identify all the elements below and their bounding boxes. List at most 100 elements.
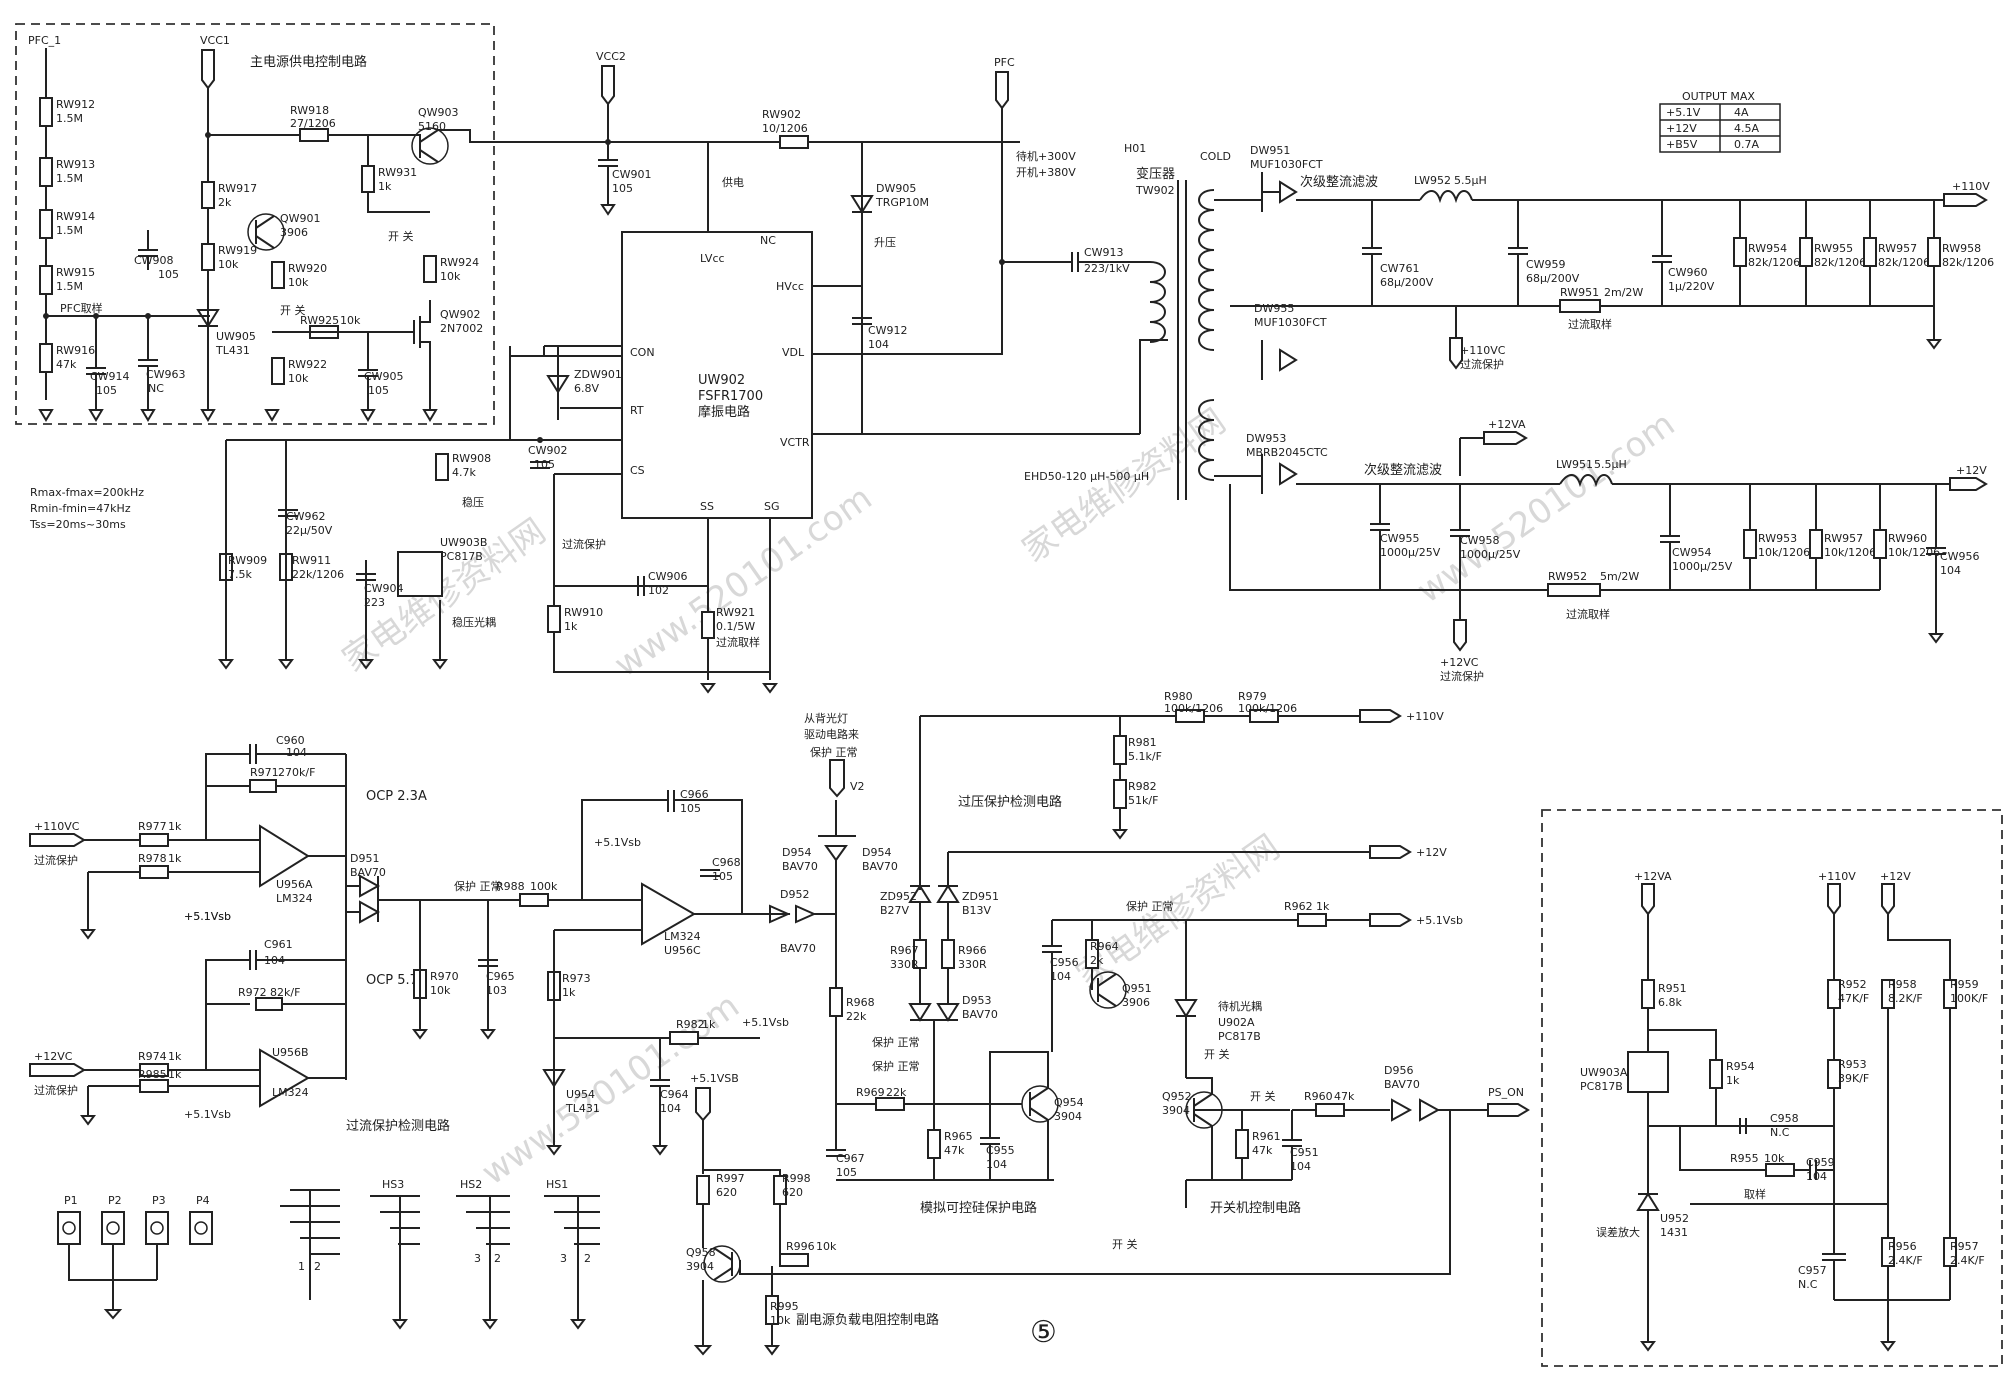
svg-text:3904: 3904 [1162,1104,1190,1117]
svg-text:U952: U952 [1660,1212,1689,1225]
12v-return [1229,484,1880,591]
svg-text:B27V: B27V [880,904,910,917]
svg-text:104: 104 [1050,970,1071,983]
note-rmax: Rmax-fmax=200kHz [30,486,144,499]
r997-r998-wire [703,1169,781,1260]
svg-text:10k/1206: 10k/1206 [1824,546,1876,559]
ps-on-terminal [1487,1103,1530,1117]
svg-text:CW958: CW958 [1460,534,1500,547]
ovp-detect-title: 过压保护检测电路 [958,794,1062,810]
from-backlight-2: 驱动电路来 [804,728,859,741]
boost-label: 升压 [874,236,896,249]
poweron-380v: 开机+380V [1016,165,1076,179]
svg-text:10k: 10k [440,270,461,283]
net-p12va-b: +12VA [1634,870,1672,883]
svg-text:C964: C964 [660,1088,689,1101]
onoff-label-4: 开 关 [1250,1089,1276,1103]
u956b-feedback [205,959,346,1079]
svg-text:BAV70: BAV70 [782,860,818,873]
svg-text:104: 104 [868,338,889,351]
svg-text:R956: R956 [1888,1240,1917,1253]
110vc-in-terminal [29,833,86,847]
protect-normal-3: 保护 正常 [872,1059,920,1073]
ovp-12-label: 过流保护 [1440,669,1484,683]
svg-text:2.4K/F: 2.4K/F [1888,1254,1923,1267]
svg-text:RW910: RW910 [564,606,603,619]
svg-text:摩振电路: 摩振电路 [698,404,750,420]
12vc-terminal [1453,590,1467,652]
svg-text:2: 2 [494,1252,501,1265]
tx-secondary-1 [1198,189,1215,351]
svg-text:104: 104 [1290,1160,1311,1173]
svg-text:N.C: N.C [1798,1278,1818,1291]
svg-text:OUTPUT MAX: OUTPUT MAX [1682,90,1755,103]
svg-text:PC817B: PC817B [1218,1030,1261,1043]
svg-text:CW912: CW912 [868,324,908,337]
ic-uw902: UW902 FSFR1700 摩振电路 CON RT CS LVcc NC HV… [621,231,813,519]
svg-text:10k: 10k [1764,1152,1785,1165]
svg-text:R996: R996 [786,1240,815,1253]
net-p12v-b: +12V [1416,846,1447,859]
svg-text:6.8V: 6.8V [574,382,599,395]
svg-text:10k: 10k [816,1240,837,1253]
from-backlight-1: 从背光灯 [804,711,848,725]
svg-text:223/1kV: 223/1kV [1084,262,1130,275]
v2-terminal [829,759,845,798]
tx-primary [1149,261,1166,343]
svg-text:22k/1206: 22k/1206 [292,568,344,581]
svg-text:105: 105 [534,458,555,471]
onoff-gnd [1185,1110,1293,1208]
svg-text:27/1206: 27/1206 [290,117,336,130]
net-p5vsb-c: +5.1Vsb [594,836,641,849]
net-vcc2: VCC2 [596,50,626,63]
svg-text:47k: 47k [1252,1144,1273,1157]
u956c-feedback [581,799,790,915]
svg-text:C967: C967 [836,1152,865,1165]
svg-text:NC: NC [760,234,776,247]
svg-text:CW962: CW962 [286,510,326,523]
onoff-title: 开关机控制电路 [1210,1200,1301,1216]
svg-text:LW951: LW951 [1556,458,1593,471]
svg-text:RW955: RW955 [1814,242,1853,255]
svg-text:Q958: Q958 [686,1246,716,1259]
svg-text:LVcc: LVcc [700,252,725,265]
svg-text:R988: R988 [496,880,525,893]
svg-text:RW919: RW919 [218,244,257,257]
svg-text:10k/1206: 10k/1206 [1888,546,1940,559]
svg-text:39K/F: 39K/F [1838,1072,1869,1085]
svg-text:2k: 2k [1090,954,1104,967]
svg-text:RW924: RW924 [440,256,479,269]
svg-text:MUF1030FCT: MUF1030FCT [1250,158,1323,171]
connector-p2: P2 [101,1194,125,1245]
svg-text:4.7k: 4.7k [452,466,476,479]
pfc-sample-label: PFC取样 [60,301,103,315]
svg-text:C961: C961 [264,938,293,951]
svg-text:CW908: CW908 [134,254,174,267]
svg-text:0.7A: 0.7A [1734,138,1759,151]
svg-text:104: 104 [1806,1170,1827,1183]
connector-p4: P4 [189,1194,213,1245]
rt-branches [225,440,441,660]
